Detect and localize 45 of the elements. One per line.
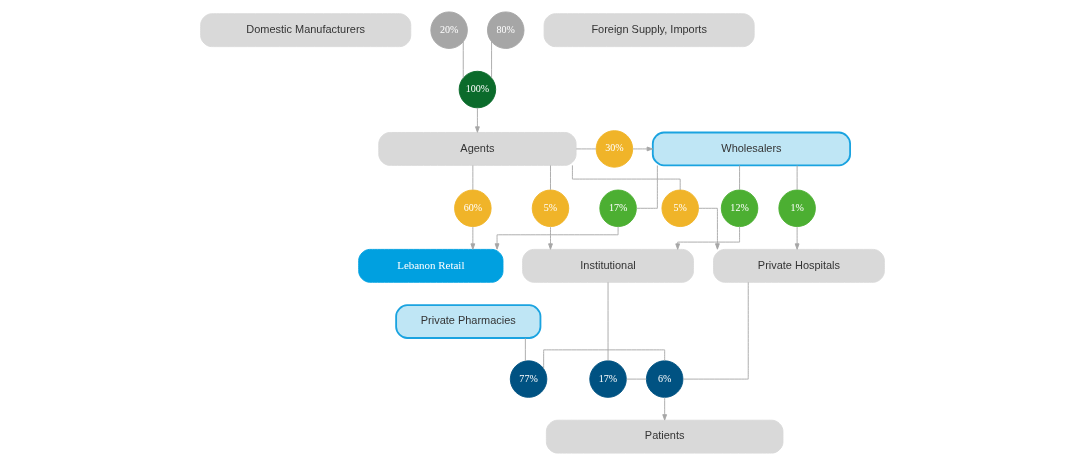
connector — [796, 165, 798, 191]
connector — [607, 281, 609, 362]
node-circle: 60% — [454, 189, 492, 227]
node-box: Domestic Manufacturers — [200, 13, 412, 48]
connector — [491, 41, 493, 79]
node-box: Private Hospitals — [713, 248, 885, 283]
connector — [682, 281, 749, 380]
node-circle: 1% — [778, 189, 816, 227]
node-circle: 17% — [599, 189, 637, 227]
node-circle: 77% — [509, 360, 548, 398]
node-circle: 5% — [661, 189, 699, 227]
arrow — [698, 207, 720, 250]
connector — [472, 165, 474, 191]
node-circle: 6% — [645, 360, 684, 398]
connector — [626, 378, 647, 380]
connector — [575, 148, 597, 150]
node-box: Patients — [545, 419, 784, 454]
connector — [462, 41, 464, 79]
connector — [524, 337, 526, 362]
node-box: Wholesalers — [651, 131, 851, 167]
node-circle: 30% — [595, 130, 634, 168]
node-circle: 5% — [531, 189, 570, 227]
node-box: Foreign Supply, Imports — [543, 13, 755, 48]
connector — [571, 164, 681, 191]
node-circle: 80% — [487, 11, 525, 49]
node-box: Institutional — [522, 248, 694, 283]
connector — [636, 165, 658, 209]
arrow — [662, 397, 668, 421]
arrow — [470, 226, 476, 250]
arrow — [632, 146, 654, 152]
node-box: Agents — [378, 132, 577, 166]
connector — [550, 165, 551, 191]
arrow — [494, 226, 619, 250]
node-circle: 100% — [458, 70, 497, 109]
connector — [739, 165, 741, 191]
node-circle: 17% — [589, 360, 627, 398]
node-box: Lebanon Retail — [358, 248, 504, 283]
arrow — [794, 226, 800, 250]
node-circle: 20% — [430, 11, 468, 49]
node-box: Private Pharmacies — [395, 304, 542, 339]
arrow — [675, 226, 741, 250]
node-circle: 12% — [720, 189, 759, 227]
arrow — [475, 107, 480, 133]
arrow — [548, 226, 553, 250]
connector — [543, 349, 666, 369]
